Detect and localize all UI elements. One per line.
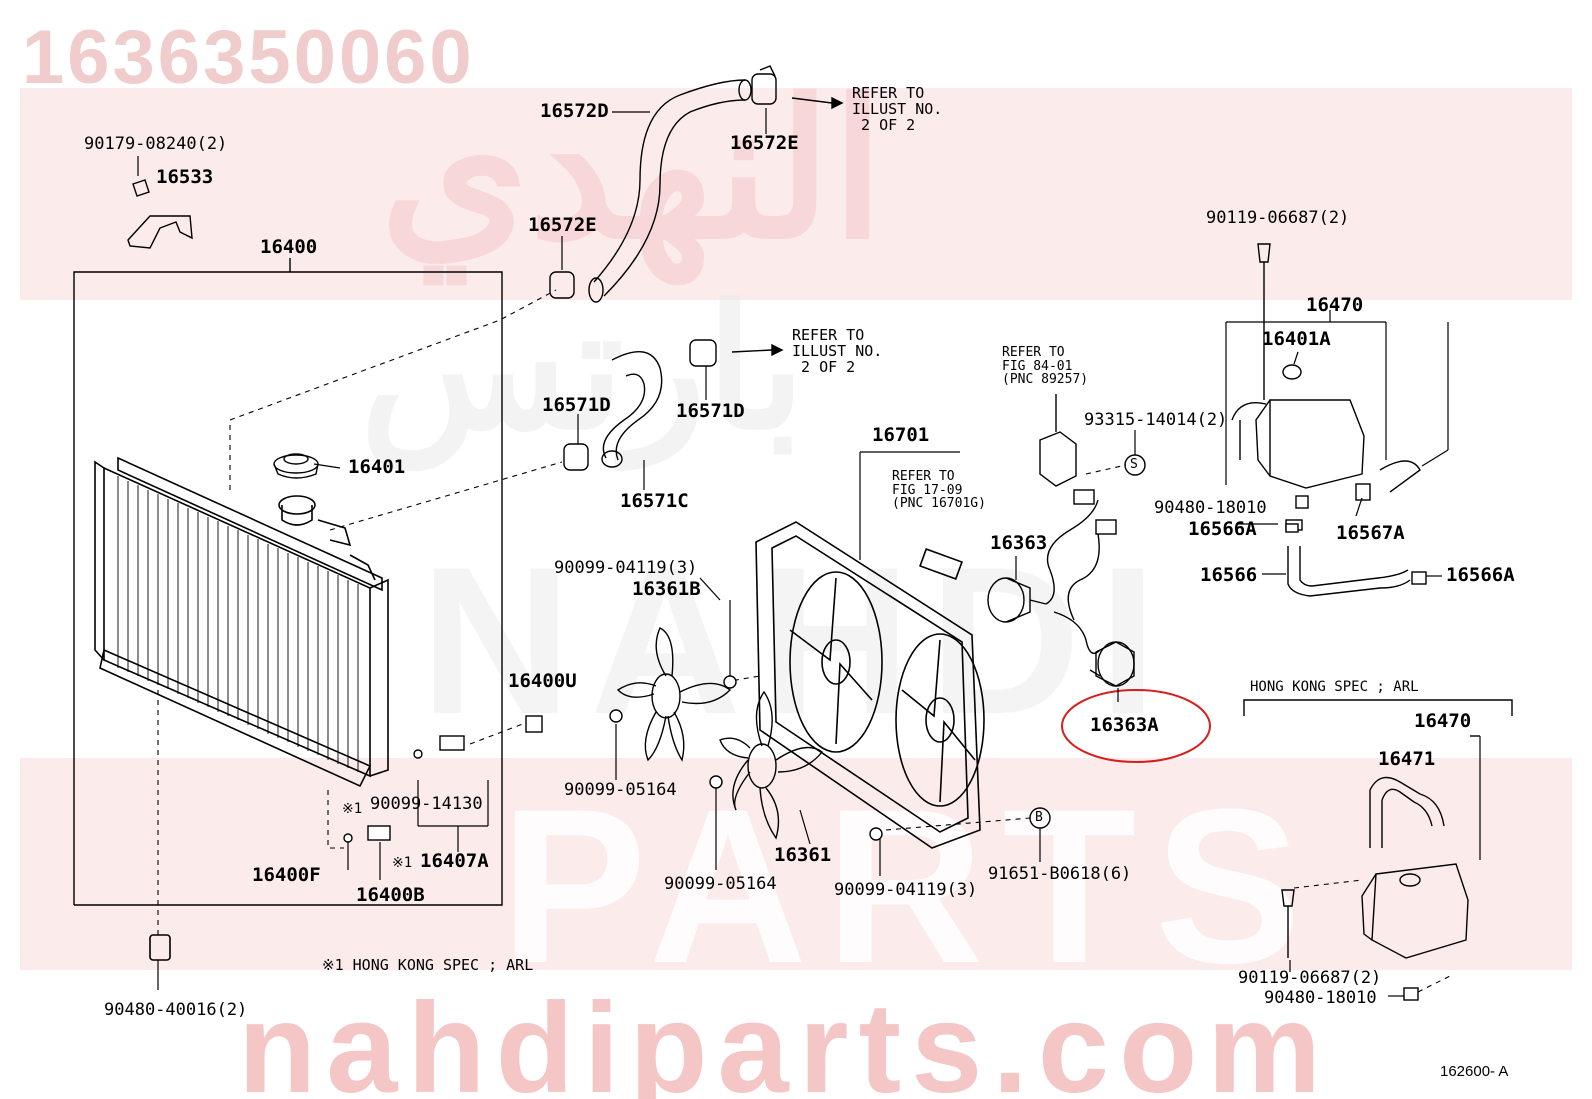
label-16401A: 16401A	[1262, 328, 1331, 350]
label-16361B: 16361B	[632, 578, 701, 600]
upper-hose	[549, 65, 777, 303]
label-90099-05164-a: 90099-05164	[564, 780, 677, 800]
label-16361: 16361	[774, 844, 832, 866]
lower-hose	[563, 339, 717, 471]
label-16572E-left: 16572E	[528, 214, 597, 236]
note-hk-spec-right: HONG KONG SPEC ; ARL	[1250, 679, 1419, 695]
label-90099-04119-top: 90099-04119(3)	[554, 558, 698, 578]
label-16407A: 16407A	[420, 850, 489, 872]
label-16533: 16533	[156, 166, 214, 188]
watermark-nahdi: NAHDI	[420, 523, 1175, 758]
label-16363: 16363	[990, 532, 1048, 554]
label-16572D: 16572D	[540, 100, 609, 122]
label-16571D-right: 16571D	[676, 400, 745, 422]
label-90099-05164-b: 90099-05164	[664, 874, 777, 894]
reservoir-16470	[1231, 243, 1421, 501]
watermark-band-bottom	[20, 758, 1572, 970]
watermark-band-top	[20, 88, 1572, 300]
label-16566A-left: 16566A	[1188, 518, 1257, 540]
bracket-16533	[127, 179, 193, 249]
label-16567A: 16567A	[1336, 522, 1405, 544]
label-91651-B0618: 91651-B0618(6)	[988, 864, 1132, 884]
hk-spec-group	[1243, 699, 1513, 1001]
hose-16566	[1285, 519, 1427, 597]
symbol-s: S	[1130, 457, 1138, 472]
fan-16361	[719, 690, 823, 840]
symbol-b: B	[1035, 810, 1043, 825]
mark-hk-1: ※1	[342, 801, 363, 817]
part-number-title: 1636350060	[22, 15, 475, 100]
dashed-lines	[157, 289, 1451, 993]
label-16400: 16400	[260, 236, 318, 258]
fan-shroud	[755, 521, 985, 849]
label-16566A-right: 16566A	[1446, 564, 1515, 586]
label-16572E-top: 16572E	[730, 132, 799, 154]
motor-16363	[987, 489, 1117, 654]
relay-89257	[1039, 394, 1077, 487]
hardware	[343, 495, 1309, 843]
watermark-parts: PARTS	[500, 763, 1320, 1009]
label-16701: 16701	[872, 424, 930, 446]
label-90119-06687-bottom: 90119-06687(2)	[1238, 968, 1382, 988]
label-16470-bottom: 16470	[1414, 710, 1472, 732]
note-refer-fig-84: REFER TO FIG 84-01 (PNC 89257)	[1002, 345, 1089, 388]
note-hk-spec-bottom: ※1 HONG KONG SPEC ; ARL	[322, 956, 534, 974]
label-93315-14014: 93315-14014(2)	[1084, 410, 1228, 430]
note-refer-fig-17: REFER TO FIG 17-09 (PNC 16701G)	[892, 469, 986, 512]
radiator-group-frame	[73, 258, 503, 906]
label-90119-06687-top: 90119-06687(2)	[1206, 208, 1350, 228]
label-16566: 16566	[1200, 564, 1258, 586]
label-16401: 16401	[348, 456, 406, 478]
label-90179-08240: 90179-08240(2)	[84, 134, 228, 154]
figure-id: 162600- A	[1440, 1063, 1509, 1080]
label-16400B: 16400B	[356, 884, 425, 906]
refer-arrows	[731, 96, 844, 357]
label-16470-top: 16470	[1306, 294, 1364, 316]
watermark-site: nahdiparts.com	[238, 977, 1332, 1099]
leader-lines	[137, 108, 1481, 997]
radiator-cap	[273, 453, 319, 479]
mark-hk-2: ※1	[392, 855, 413, 871]
watermark-arabic-2: بارتس	[360, 274, 806, 464]
label-16571D-left: 16571D	[542, 394, 611, 416]
radiator	[94, 456, 389, 961]
label-16400U: 16400U	[508, 670, 577, 692]
note-refer-illust-mid: REFER TO ILLUST NO. 2 OF 2	[792, 326, 883, 376]
label-16471: 16471	[1378, 748, 1436, 770]
label-90099-04119-bottom: 90099-04119(3)	[834, 880, 978, 900]
label-90480-18010-top: 90480-18010	[1154, 498, 1267, 518]
label-16363A: 16363A	[1090, 714, 1159, 736]
highlight-16363A	[1061, 689, 1211, 763]
note-refer-illust-top: REFER TO ILLUST NO. 2 OF 2	[852, 84, 943, 134]
label-90480-40016: 90480-40016(2)	[104, 1000, 248, 1020]
label-90099-14130: 90099-14130	[370, 794, 483, 814]
watermark-arabic: النهدي	[380, 65, 885, 277]
label-16571C: 16571C	[620, 490, 689, 512]
fan-16361B	[616, 627, 732, 762]
motor-16363A	[1089, 641, 1135, 687]
label-90480-18010-bottom: 90480-18010	[1264, 988, 1377, 1008]
label-16400F: 16400F	[252, 864, 321, 886]
